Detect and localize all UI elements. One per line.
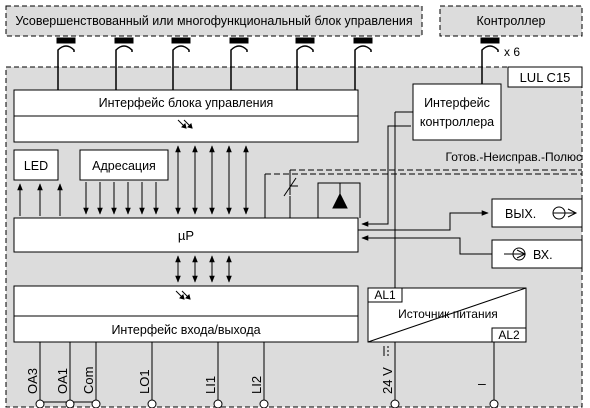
terminal-minus: – — [478, 375, 486, 391]
connector-1 — [56, 37, 76, 66]
terminal-oa3: OA3 — [25, 368, 40, 394]
connector-6 — [353, 37, 373, 90]
in-label: ВХ. — [533, 248, 553, 262]
connection-lines — [17, 125, 495, 403]
al2-box — [491, 327, 527, 343]
connector-5 — [295, 37, 315, 90]
terminal-lo1: LO1 — [137, 369, 152, 394]
control-unit-label: Усовершенствованный или многофункциональ… — [15, 14, 412, 28]
dc-symbol-icon — [383, 346, 389, 356]
controller-interface-label-2: контроллера — [420, 115, 494, 129]
optocoupler-icon — [177, 119, 193, 129]
led-label: LED — [24, 159, 48, 173]
terminal-oa1: OA1 — [55, 368, 70, 394]
io-interface-label: Интерфейс входа/выхода — [111, 323, 260, 337]
terminal-li2: LI2 — [249, 376, 264, 394]
addressing-label: Адресация — [92, 159, 156, 173]
control-unit-box — [5, 5, 423, 37]
controller-interface-label-1: Интерфейс — [424, 96, 490, 110]
connector-2 — [114, 37, 134, 90]
addressing-block — [79, 149, 169, 181]
terminal-li1: LI1 — [203, 376, 218, 394]
io-optocoupler-icon — [175, 290, 191, 300]
connector-4 — [229, 37, 249, 90]
in-arrow-icon — [504, 247, 527, 261]
al1-label: AL1 — [374, 288, 396, 302]
model-label: LUL C15 — [520, 70, 571, 85]
control-interface-label: Интерфейс блока управления — [99, 96, 274, 110]
connector-3 — [171, 37, 191, 90]
out-arrow-icon — [552, 206, 578, 220]
controller-box — [439, 5, 583, 37]
al2-label: AL2 — [498, 328, 520, 342]
microprocessor-label: µP — [178, 228, 194, 243]
terminal-circles — [35, 399, 499, 408]
status-label: Готов.-Неисправ.-Полюс — [446, 150, 582, 164]
model-label-box — [507, 66, 583, 88]
power-supply-label: Источник питания — [398, 307, 498, 321]
controller-interface-block — [412, 83, 502, 141]
controller-connector — [480, 37, 500, 84]
led-block — [13, 149, 59, 181]
out-label: ВЫХ. — [505, 207, 536, 221]
control-unit-connectors — [56, 37, 373, 90]
controller-label: Контроллер — [477, 14, 546, 28]
terminal-24v: 24 V — [380, 367, 395, 394]
microprocessor-block — [13, 217, 359, 253]
al1-box — [367, 287, 403, 303]
terminal-com: Com — [81, 367, 96, 394]
multiplier-label: x 6 — [504, 45, 520, 59]
